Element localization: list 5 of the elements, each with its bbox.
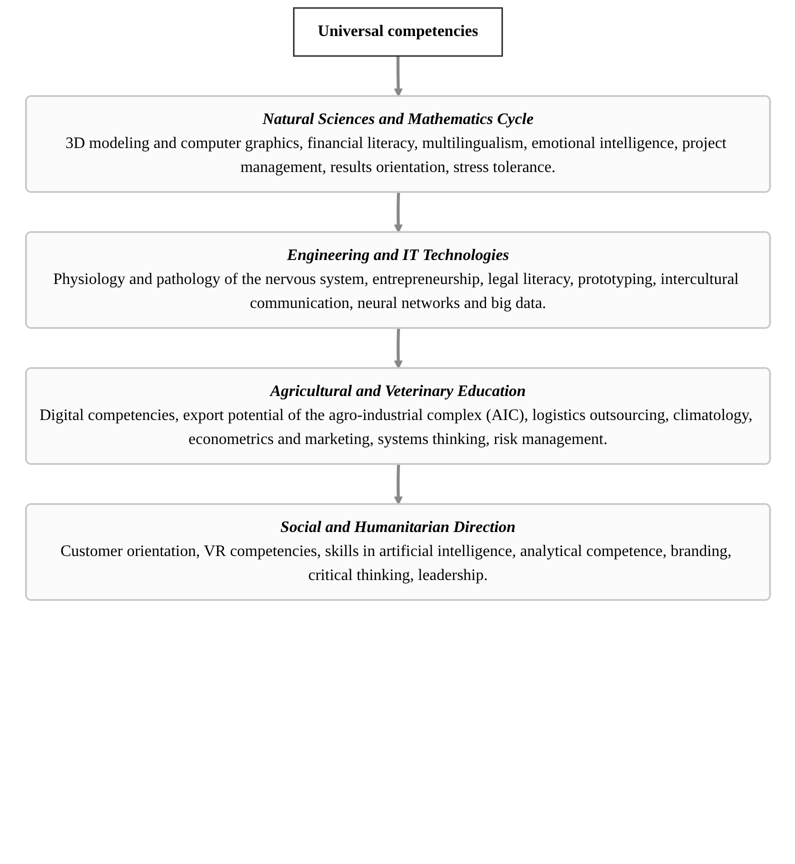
- arrow: [393, 464, 402, 505]
- arrow: [393, 56, 402, 97]
- arrow: [393, 328, 402, 369]
- node-box: Universal competencies: [292, 7, 502, 57]
- arrow: [393, 192, 402, 233]
